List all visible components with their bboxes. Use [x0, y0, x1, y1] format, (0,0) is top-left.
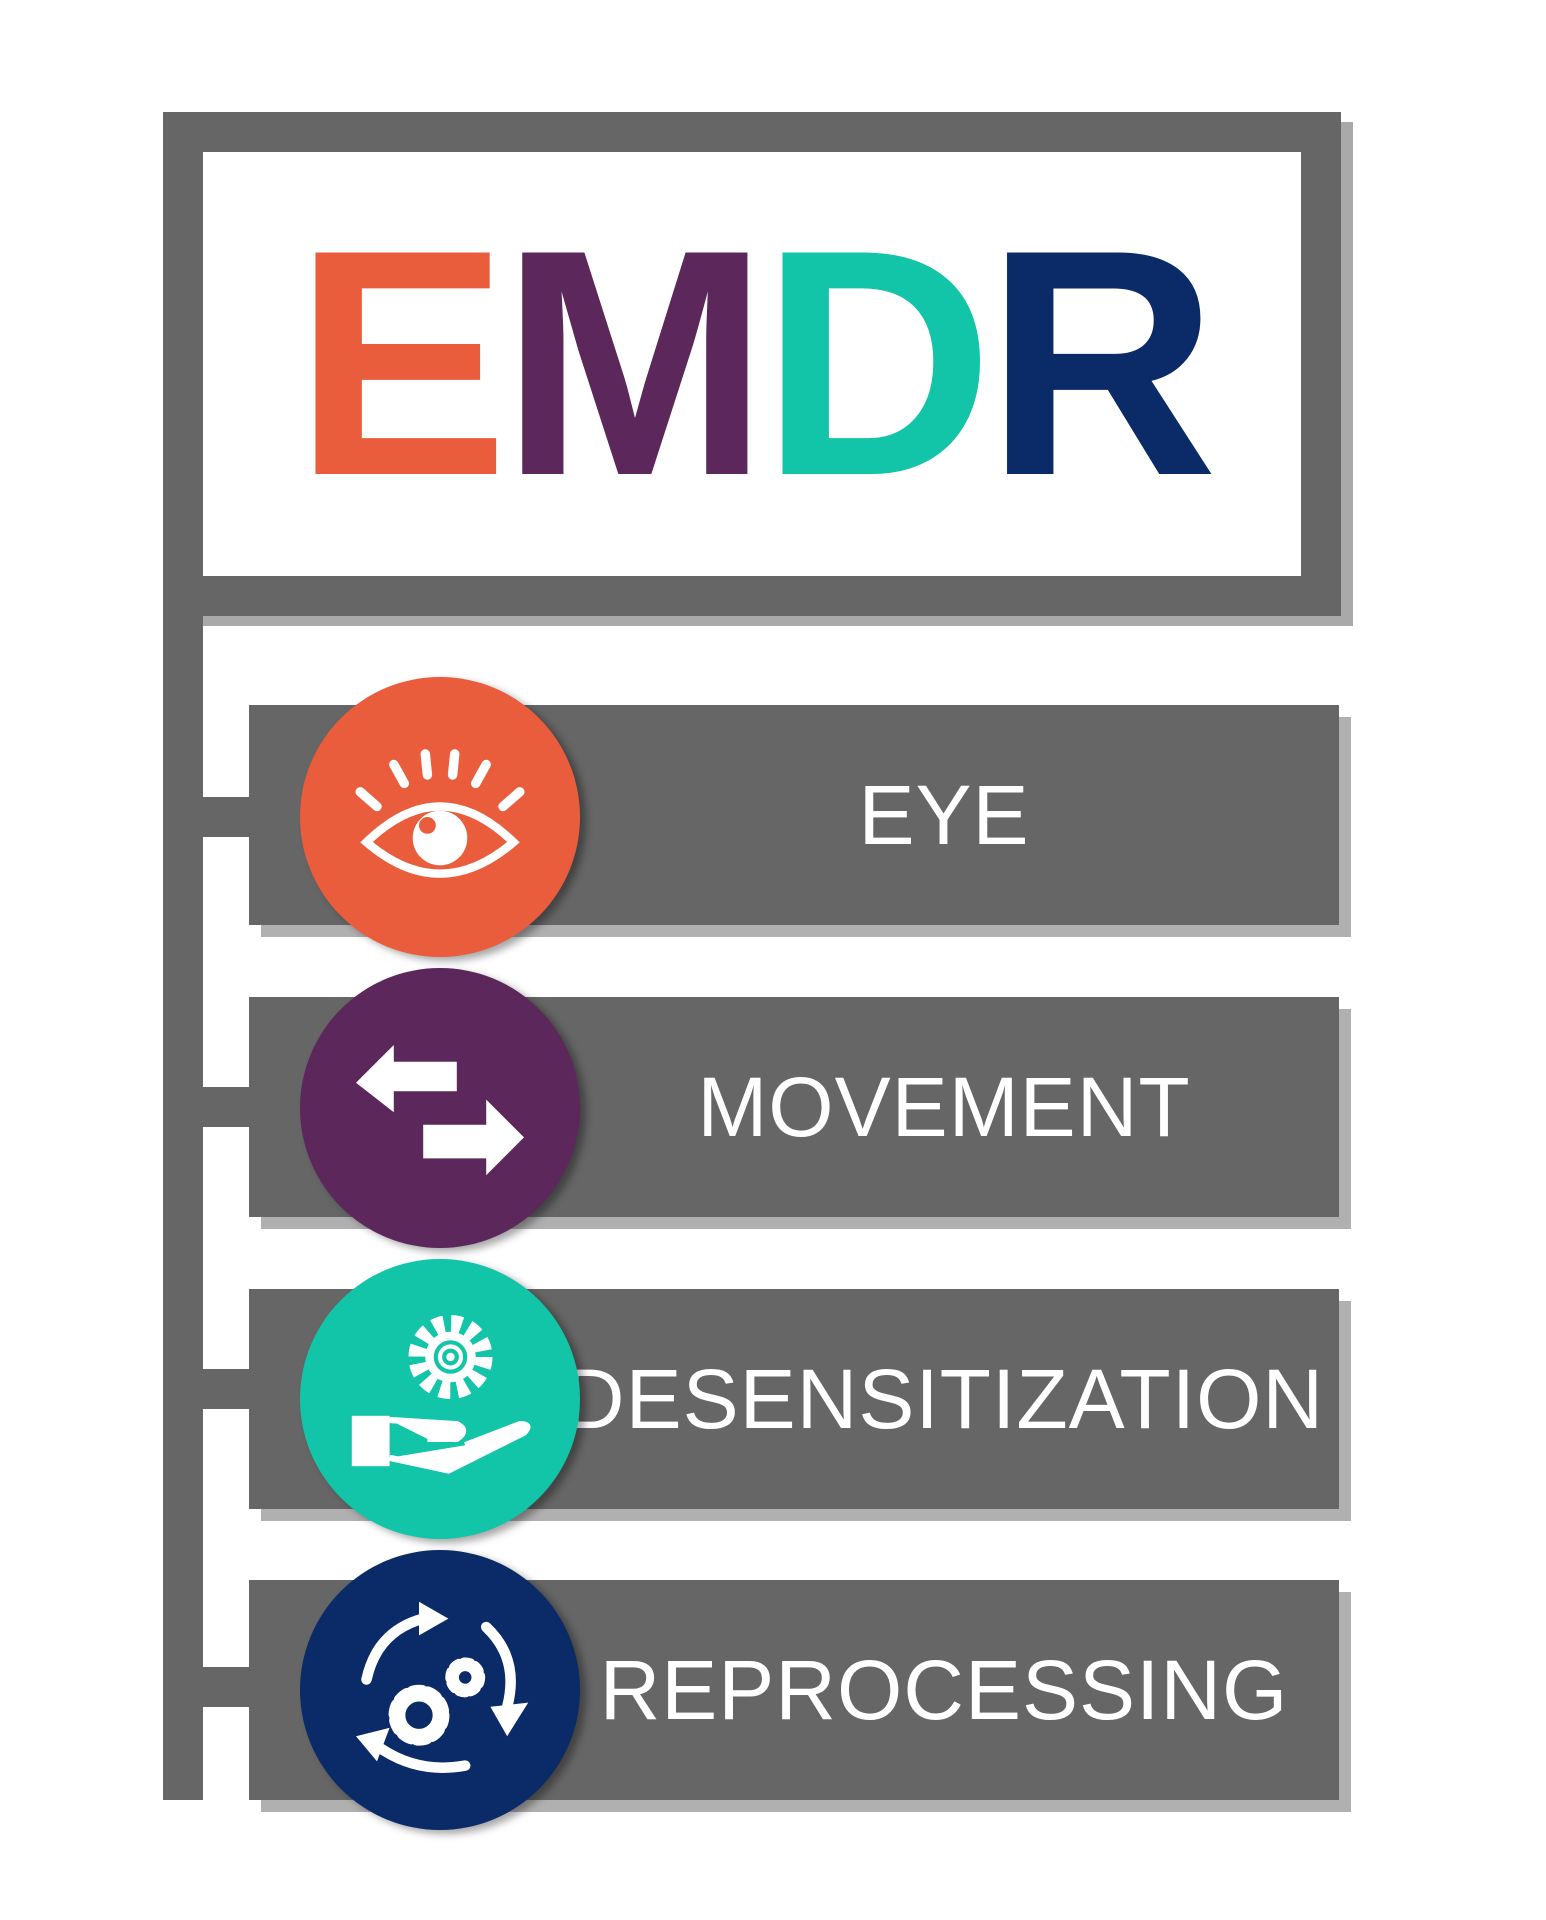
title-letter-e: E [293, 184, 509, 543]
title-letter-d: D [760, 184, 994, 543]
item-label: EYE [858, 767, 1030, 862]
eye-icon [355, 749, 525, 878]
item-label: REPROCESSING [599, 1642, 1289, 1737]
title-box [203, 152, 1301, 576]
reprocessing-circle [300, 1550, 580, 1830]
vertical-connector-bar [163, 600, 203, 1800]
gears-cycle-icon [356, 1601, 529, 1773]
title-letter-m: M [500, 184, 769, 543]
hand-gear-icon [351, 1315, 531, 1474]
item-label: MOVEMENT [697, 1059, 1191, 1154]
desensitization-circle [300, 1259, 580, 1539]
title-emdr: E M D R [203, 152, 1301, 576]
movement-circle [300, 968, 580, 1248]
connector [163, 1087, 249, 1127]
arrows-exchange-icon [356, 1045, 524, 1176]
eye-circle [300, 677, 580, 957]
connector [163, 1667, 249, 1707]
title-letter-r: R [985, 184, 1219, 543]
connector [163, 797, 249, 837]
connector [163, 1369, 249, 1409]
item-label: DESENSITIZATION [563, 1351, 1325, 1446]
